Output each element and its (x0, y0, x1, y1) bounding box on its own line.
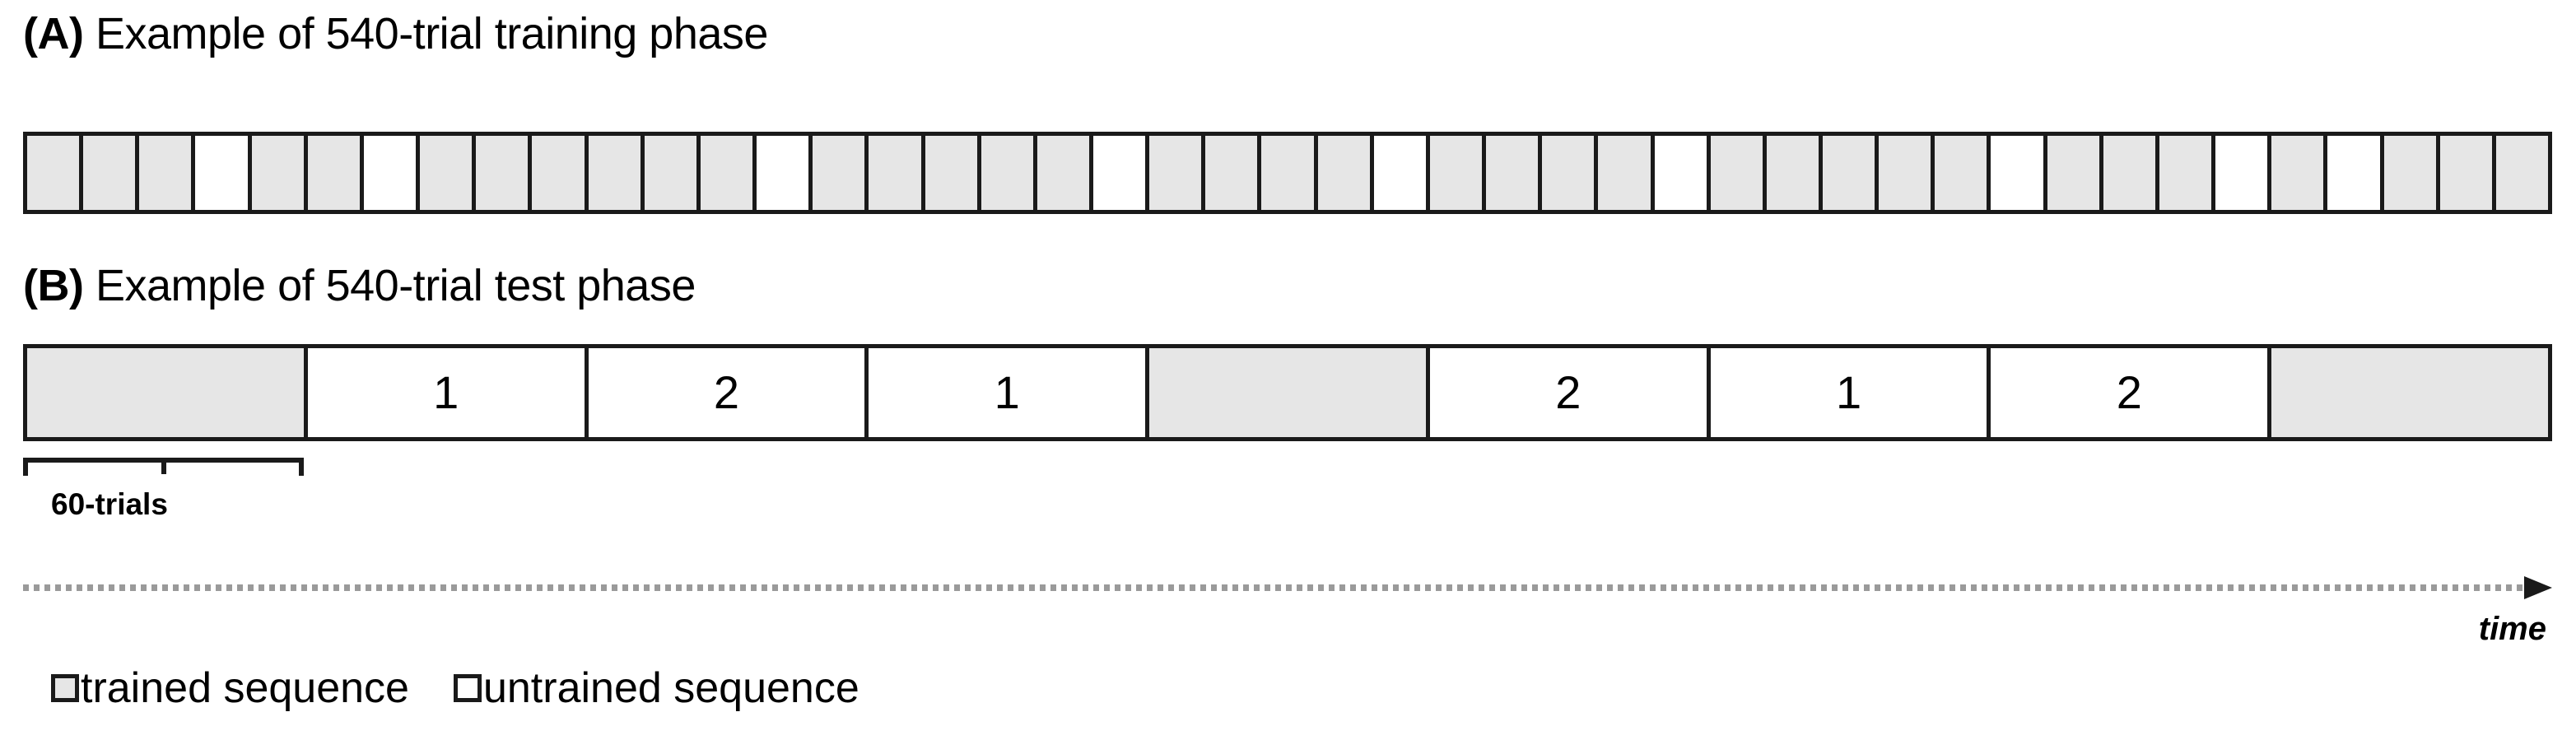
training-block-38-trained (2103, 136, 2159, 210)
arrow-right-icon (2524, 576, 2552, 599)
test-block-1-trained (27, 348, 308, 437)
training-block-4-untrained (195, 136, 252, 210)
test-block-label: 1 (994, 366, 1020, 418)
legend-swatch-untrained (453, 674, 482, 702)
test-phase-bar: 1 2 1 2 1 2 (23, 344, 2552, 441)
training-block-19-trained (1036, 136, 1093, 210)
legend: trained sequence untrained sequence (51, 667, 859, 710)
training-block-31-trained (1710, 136, 1767, 210)
test-block-2-untrained: 1 (307, 348, 589, 437)
training-block-33-trained (1823, 136, 1880, 210)
trial-scale-label: 60-trials (51, 487, 168, 521)
bracket-line (23, 458, 304, 463)
legend-item-trained: trained sequence (51, 667, 409, 710)
training-block-5-trained (251, 136, 308, 210)
trial-scale-bracket (23, 458, 304, 479)
training-block-23-trained (1261, 136, 1318, 210)
training-block-2-trained (83, 136, 140, 210)
training-block-25-untrained (1373, 136, 1430, 210)
test-block-label: 1 (433, 366, 459, 418)
time-axis (23, 576, 2552, 601)
legend-label: untrained sequence (482, 664, 859, 712)
training-block-32-trained (1766, 136, 1823, 210)
training-block-36-untrained (1991, 136, 2047, 210)
test-block-label: 2 (1555, 366, 1581, 418)
training-block-15-trained (813, 136, 869, 210)
training-phase-bar (23, 132, 2552, 214)
training-block-20-untrained (1092, 136, 1150, 210)
training-block-7-untrained (363, 136, 421, 210)
training-block-45-trained (2495, 136, 2549, 210)
test-block-8-untrained: 2 (1991, 348, 2272, 437)
training-block-43-trained (2383, 136, 2440, 210)
test-block-9-trained (2271, 348, 2549, 437)
training-block-24-trained (1317, 136, 1374, 210)
training-block-21-trained (1149, 136, 1206, 210)
training-block-14-untrained (757, 136, 813, 210)
training-block-37-trained (2047, 136, 2103, 210)
training-block-34-trained (1879, 136, 1935, 210)
training-block-12-trained (644, 136, 701, 210)
training-block-22-trained (1205, 136, 1262, 210)
training-block-41-trained (2271, 136, 2328, 210)
training-block-26-trained (1429, 136, 1487, 210)
training-block-1-trained (27, 136, 84, 210)
test-block-label: 2 (2116, 366, 2142, 418)
test-block-label: 2 (713, 366, 740, 418)
panel-a-title-text: Example of 540-trial training phase (83, 9, 768, 58)
bracket-center-tick (161, 461, 166, 474)
training-block-13-trained (700, 136, 757, 210)
test-block-3-untrained: 2 (588, 348, 869, 437)
legend-label: trained sequence (81, 664, 409, 712)
training-block-40-untrained (2215, 136, 2272, 210)
training-block-42-untrained (2327, 136, 2384, 210)
legend-swatch-trained (51, 674, 79, 702)
panel-b-title: (B) Example of 540-trial test phase (23, 262, 696, 310)
bracket-cap-right (299, 458, 304, 476)
training-block-6-trained (307, 136, 364, 210)
training-block-3-trained (139, 136, 196, 210)
training-block-28-trained (1542, 136, 1599, 210)
training-block-44-trained (2439, 136, 2496, 210)
training-block-18-trained (981, 136, 1037, 210)
training-block-30-untrained (1654, 136, 1711, 210)
bracket-cap-left (23, 458, 28, 476)
panel-a-title: (A) Example of 540-trial training phase (23, 10, 768, 58)
training-block-16-trained (869, 136, 925, 210)
panel-b-title-text: Example of 540-trial test phase (83, 261, 696, 310)
panel-b-tag: (B) (23, 261, 84, 310)
test-block-7-untrained: 1 (1710, 348, 1991, 437)
test-block-label: 1 (1836, 366, 1862, 418)
test-block-6-untrained: 2 (1429, 348, 1711, 437)
training-block-10-trained (532, 136, 589, 210)
time-axis-label: time (2478, 611, 2546, 647)
training-block-9-trained (476, 136, 533, 210)
training-block-11-trained (588, 136, 645, 210)
training-block-39-trained (2159, 136, 2216, 210)
panel-a-tag: (A) (23, 9, 84, 58)
time-axis-line (23, 584, 2524, 591)
training-block-29-trained (1598, 136, 1655, 210)
training-block-35-trained (1935, 136, 1991, 210)
training-block-27-trained (1486, 136, 1543, 210)
test-block-4-untrained: 1 (869, 348, 1150, 437)
training-block-8-trained (420, 136, 477, 210)
training-block-17-trained (925, 136, 981, 210)
test-block-5-trained (1149, 348, 1430, 437)
legend-item-untrained: untrained sequence (453, 664, 859, 712)
